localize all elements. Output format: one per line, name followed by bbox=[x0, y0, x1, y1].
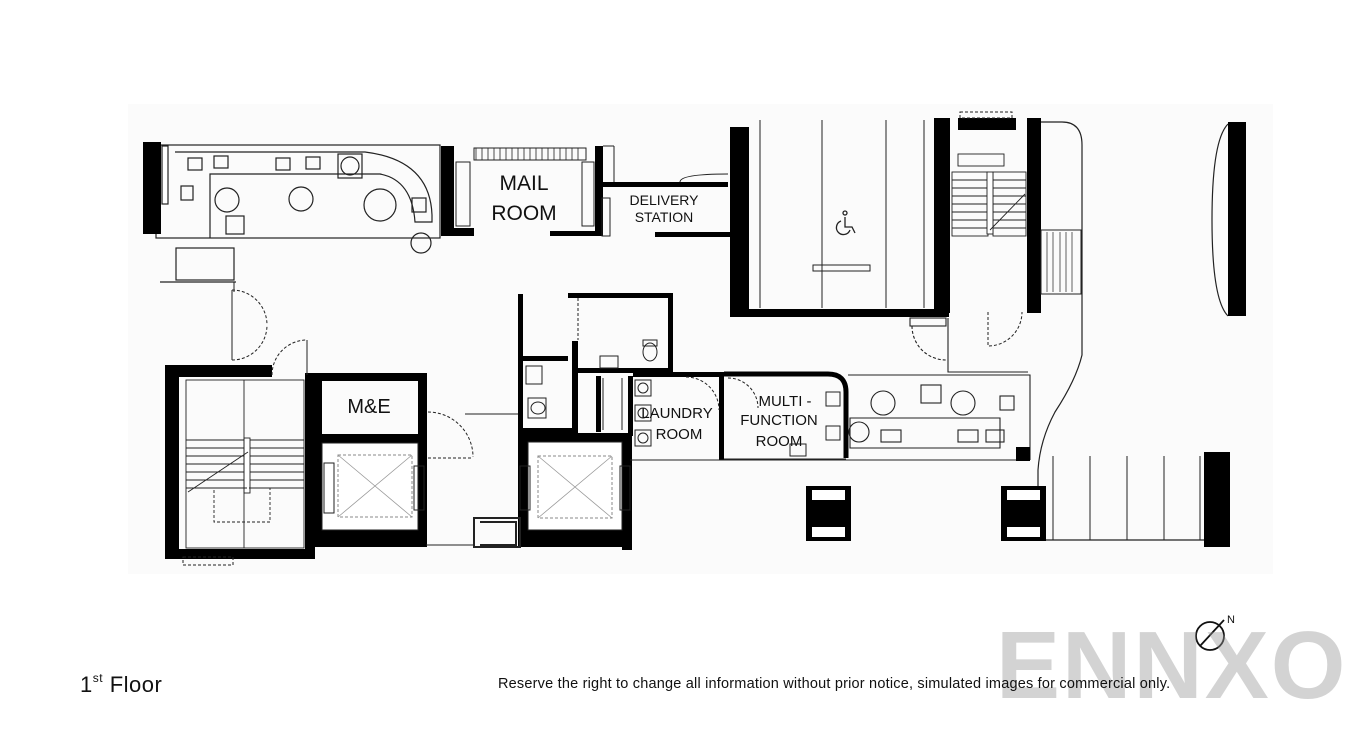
laundry-room: LAUNDRY ROOM bbox=[633, 372, 724, 461]
staircase-icon bbox=[951, 153, 1027, 237]
mail-room-label-1: MAIL bbox=[499, 172, 548, 195]
floor-number: 1 bbox=[80, 672, 93, 697]
column bbox=[1001, 486, 1046, 541]
ramp-outline bbox=[1037, 121, 1205, 541]
floor-suffix: st bbox=[92, 670, 104, 685]
me-room-label: M&E bbox=[347, 396, 390, 418]
elevator-icon bbox=[518, 433, 632, 550]
north-arrow-icon: N bbox=[1195, 614, 1235, 651]
lobby bbox=[143, 142, 441, 283]
watermark: ENNXO bbox=[996, 612, 1348, 719]
stairwell-right bbox=[936, 111, 1082, 347]
disclaimer-text: Reserve the right to change all informat… bbox=[498, 676, 1171, 692]
driveway-curve bbox=[1211, 123, 1229, 317]
multi-label-2: FUNCTION bbox=[740, 412, 818, 429]
mail-room-label-2: ROOM bbox=[491, 202, 556, 225]
me-room: M&E bbox=[312, 373, 427, 547]
east-wall bbox=[1228, 122, 1246, 316]
southeast-wall bbox=[1204, 452, 1230, 547]
multi-function-room: MULTI - FUNCTION ROOM bbox=[724, 371, 849, 460]
floor-title: 1st Floor bbox=[80, 670, 163, 698]
corridor-lines bbox=[233, 145, 615, 292]
elevator-icon bbox=[312, 442, 426, 547]
door-swing bbox=[427, 411, 474, 459]
parking-stalls bbox=[1052, 456, 1201, 540]
accessible-parking-icon bbox=[835, 210, 856, 236]
table-icon bbox=[214, 156, 432, 254]
stairwell-left bbox=[165, 289, 315, 566]
column bbox=[806, 486, 851, 541]
delivery-station: DELIVERY STATION bbox=[598, 173, 733, 237]
multi-label-3: ROOM bbox=[756, 433, 803, 450]
laundry-label-1: LAUNDRY bbox=[641, 405, 712, 422]
staircase-icon bbox=[185, 379, 305, 549]
delivery-label-2: STATION bbox=[635, 209, 694, 225]
laundry-label-2: ROOM bbox=[656, 426, 703, 443]
north-letter: N bbox=[1227, 614, 1235, 626]
chair-icon bbox=[180, 153, 427, 235]
lounge bbox=[630, 317, 1031, 461]
multi-label-1: MULTI - bbox=[758, 393, 811, 410]
mail-room: MAIL ROOM bbox=[441, 146, 603, 236]
restroom bbox=[518, 293, 673, 436]
delivery-label-1: DELIVERY bbox=[630, 192, 700, 208]
floor-word: Floor bbox=[109, 672, 163, 697]
service-closet bbox=[473, 517, 521, 548]
